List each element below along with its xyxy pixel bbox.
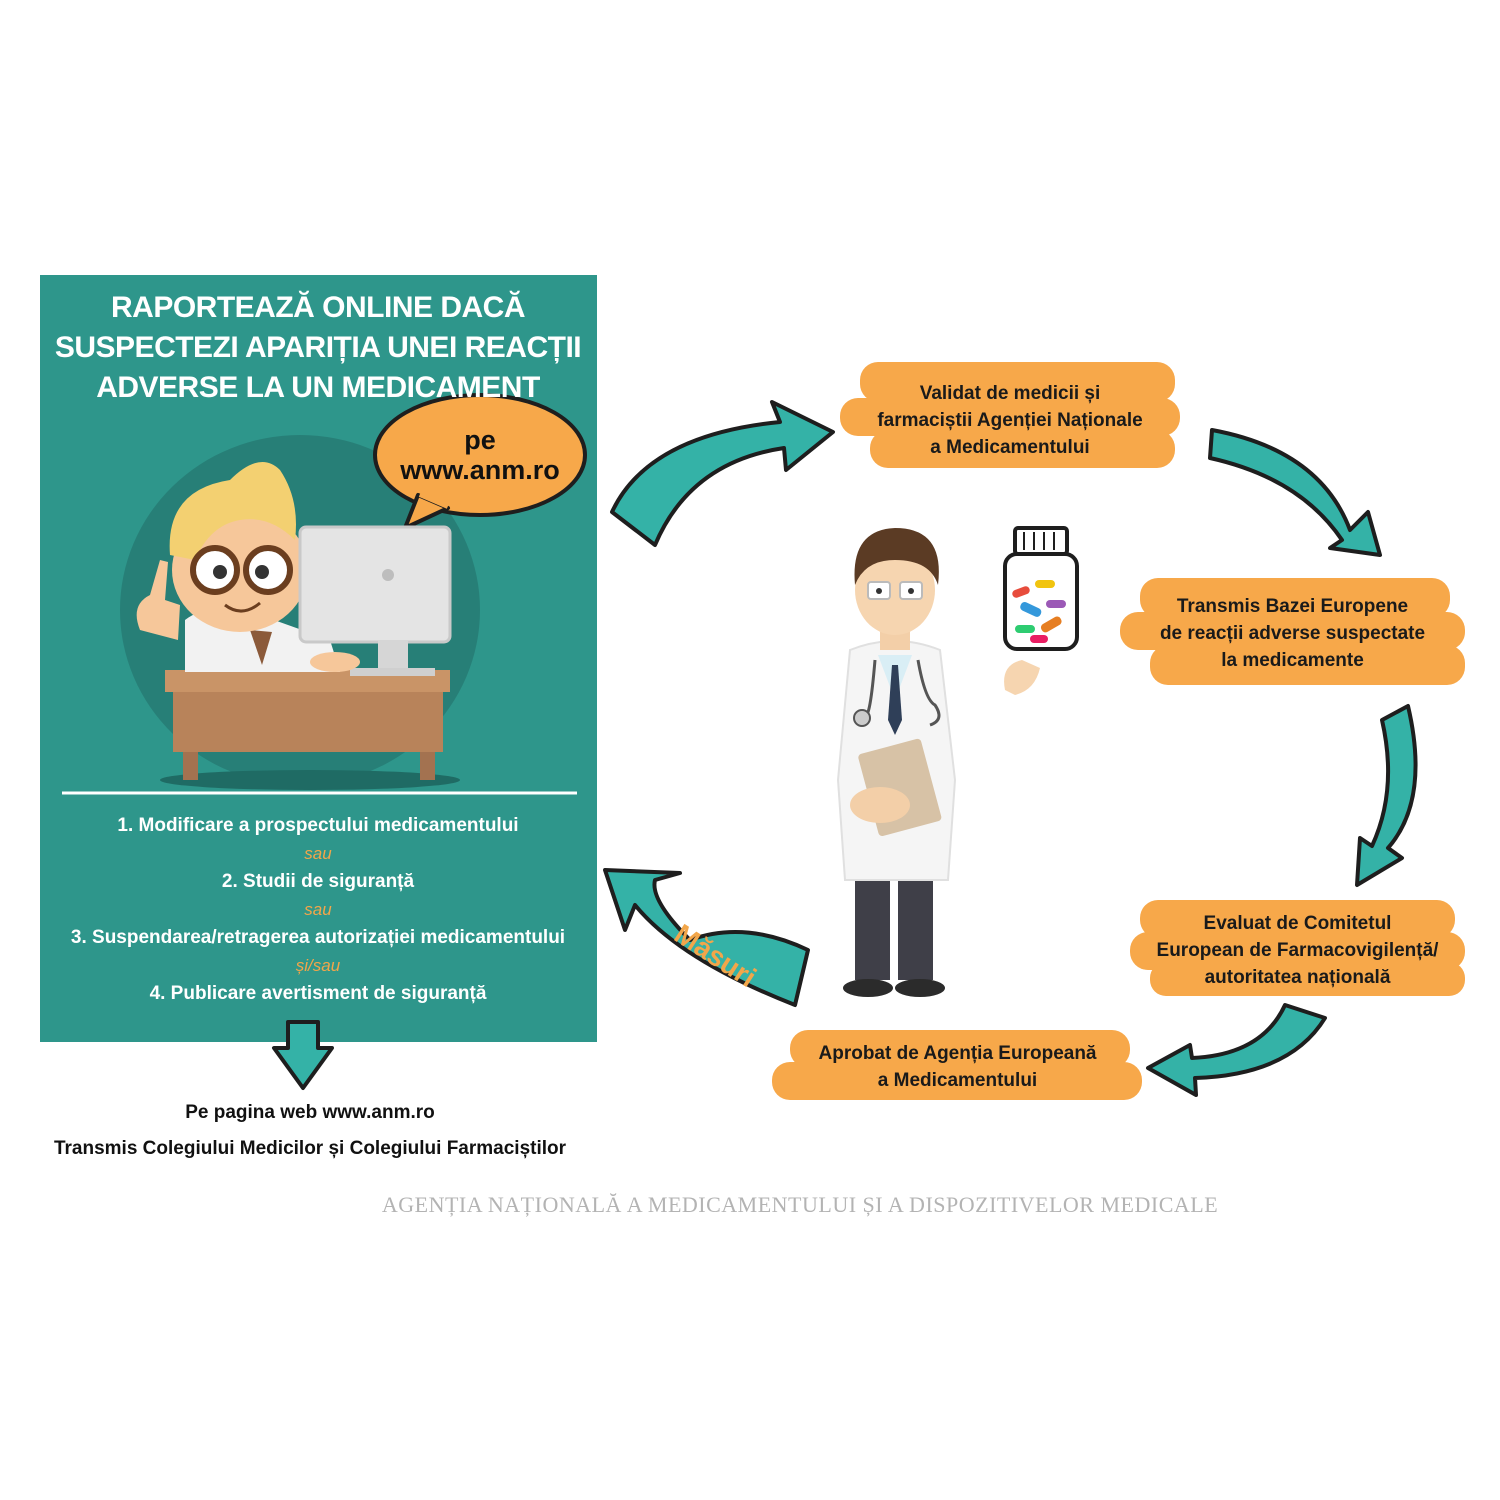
orange-box-shapes <box>772 362 1465 1100</box>
panel-title: RAPORTEAZĂ ONLINE DACĂ SUSPECTEZI APARIȚ… <box>48 288 588 408</box>
connector-text: și/sau <box>295 956 341 975</box>
measure-item: 4. Publicare avertisment de siguranță <box>149 983 487 1004</box>
step-line: Validat de medicii și <box>919 383 1101 404</box>
panel-title-line-3: ADVERSE LA UN MEDICAMENT <box>96 371 540 404</box>
connector-text: sau <box>304 900 332 919</box>
step-line: Aprobat de Agenția Europeană <box>818 1043 1097 1064</box>
step-line: autoritatea națională <box>1204 967 1391 988</box>
connector-text: sau <box>304 844 332 863</box>
man-at-computer-icon <box>136 462 452 780</box>
step-validated: Validat de medicii și farmaciștii Agenți… <box>840 380 1180 461</box>
doctor-icon <box>836 528 1040 997</box>
measure-item: 2. Studii de siguranță <box>221 871 415 892</box>
webpage-note: Pe pagina web www.anm.ro <box>185 1102 435 1123</box>
down-arrow-icon <box>272 1020 334 1090</box>
step-approved: Aprobat de Agenția Europeană a Medicamen… <box>775 1040 1140 1094</box>
step-line: a Medicamentului <box>930 437 1090 458</box>
step-line: Evaluat de Comitetul <box>1203 913 1392 934</box>
measure-item: 3. Suspendarea/retragerea autorizației m… <box>70 927 566 948</box>
step-transmitted: Transmis Bazei Europene de reacții adver… <box>1120 593 1465 674</box>
panel-title-line-2: SUSPECTEZI APARIȚIA UNEI REACȚII <box>54 331 582 364</box>
step-line: Transmis Bazei Europene <box>1176 596 1409 617</box>
speech-bubble-icon <box>373 393 587 530</box>
step-evaluated: Evaluat de Comitetul European de Farmaco… <box>1125 910 1470 991</box>
bubble-line-1: pe <box>464 425 496 455</box>
step-line: a Medicamentului <box>877 1070 1038 1091</box>
measures-list: 1. Modificare a prospectului medicamentu… <box>40 812 596 1008</box>
step-line: European de Farmacovigilență/ <box>1156 940 1439 961</box>
colleges-note: Transmis Colegiului Medicilor și Colegiu… <box>53 1138 567 1159</box>
cycle-arrow-icons <box>603 400 1418 1097</box>
measure-item: 1. Modificare a prospectului medicamentu… <box>117 815 519 836</box>
pill-bottle-icon <box>1003 526 1079 651</box>
agency-footer: AGENȚIA NAȚIONALĂ A MEDICAMENTULUI ȘI A … <box>381 1192 1219 1217</box>
step-line: la medicamente <box>1221 650 1364 671</box>
bubble-line-2: www.anm.ro <box>400 455 560 485</box>
step-line: de reacții adverse suspectate <box>1159 623 1426 644</box>
speech-bubble-text: pe www.anm.ro <box>380 425 580 485</box>
panel-title-line-1: RAPORTEAZĂ ONLINE DACĂ <box>111 291 526 324</box>
step-line: farmaciștii Agenției Naționale <box>877 410 1143 431</box>
